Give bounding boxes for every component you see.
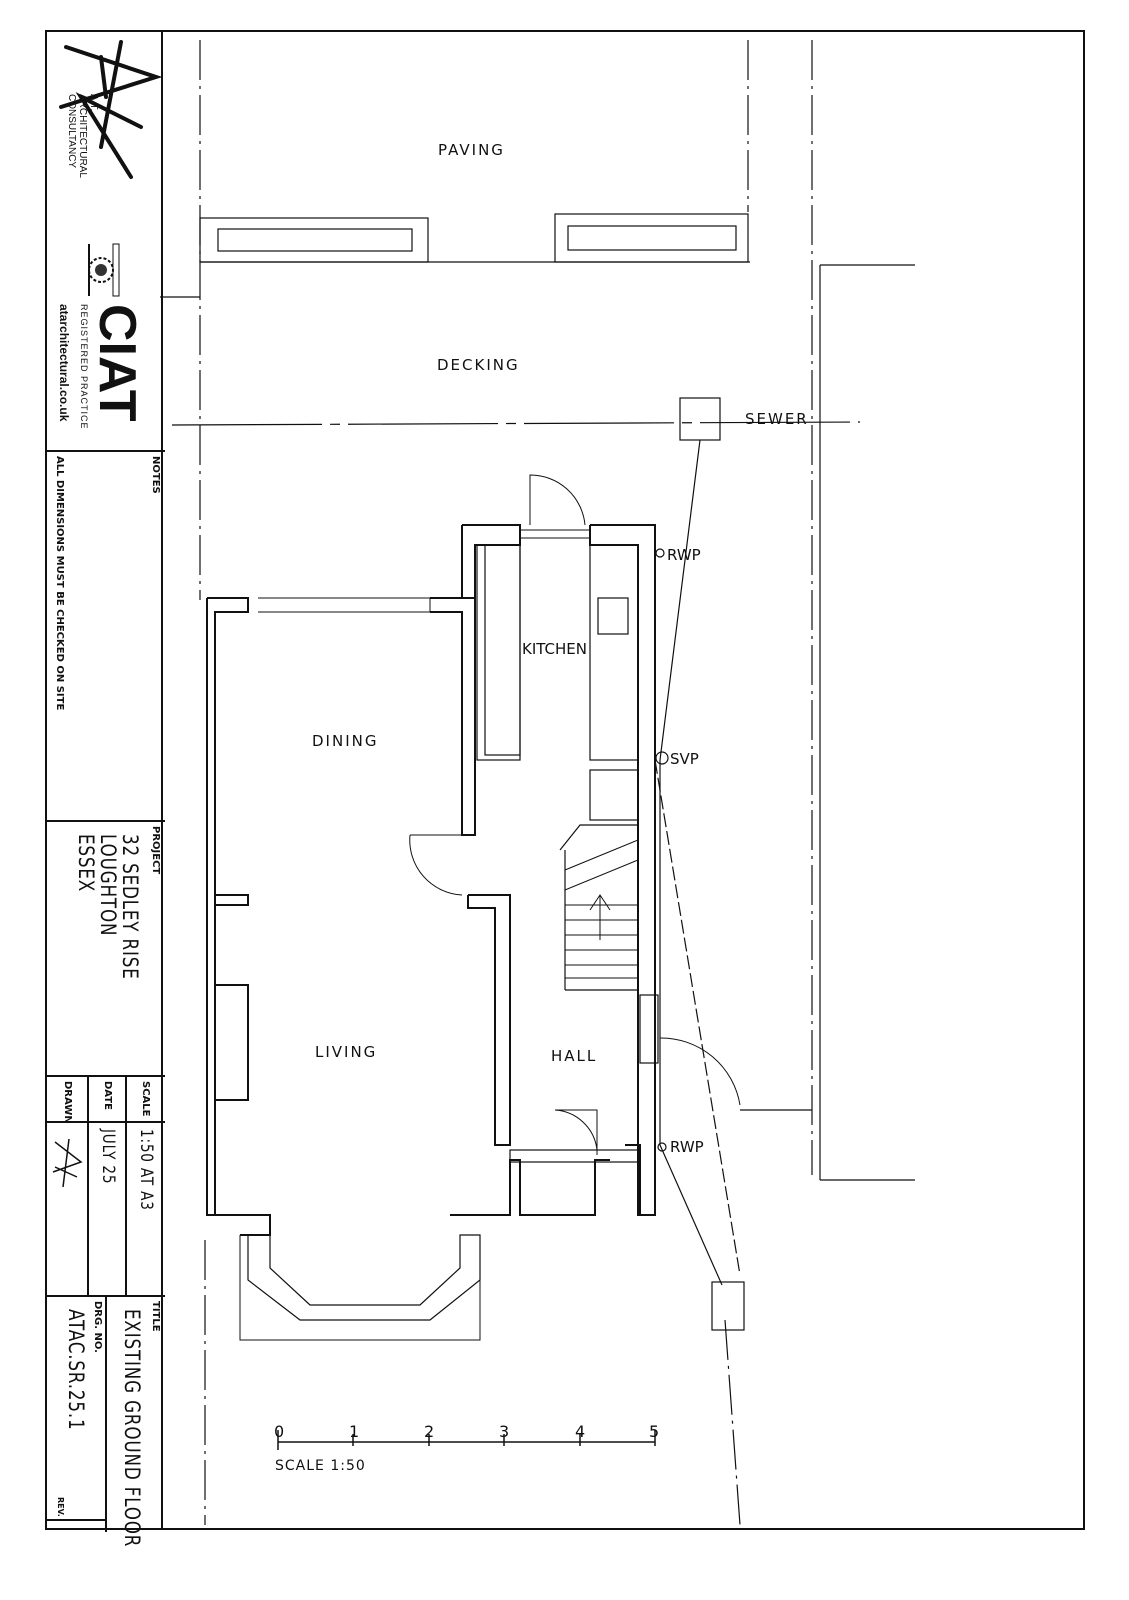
planter bbox=[554, 213, 749, 263]
manhole bbox=[711, 1281, 745, 1331]
scale-tick: 0 bbox=[274, 1422, 284, 1441]
ciat-seal-icon bbox=[88, 243, 120, 297]
scale-bar bbox=[277, 1430, 656, 1450]
scale-tick: 4 bbox=[575, 1422, 585, 1441]
manhole bbox=[679, 397, 721, 441]
label-decking: DECKING bbox=[437, 356, 520, 374]
scale-tick: 3 bbox=[499, 1422, 509, 1441]
scale-tick: 1 bbox=[349, 1422, 359, 1441]
drawn-signature bbox=[52, 1138, 83, 1188]
title-block: A.T. ARCHITECTURAL CONSULTANCY CIAT REGI… bbox=[45, 30, 165, 1547]
scale-date-section: SCALE 1:50 AT A3 DATE JULY 25 DRAWN bbox=[47, 1077, 165, 1297]
scale-caption: SCALE 1:50 bbox=[275, 1458, 366, 1474]
bay-window bbox=[247, 1234, 481, 1321]
drawing-frame bbox=[163, 30, 1085, 1530]
scale-tick: 5 bbox=[649, 1422, 659, 1441]
label-rwp-top: RWP bbox=[667, 546, 701, 564]
label-sewer: SEWER bbox=[745, 410, 809, 428]
label-living: LIVING bbox=[315, 1043, 377, 1061]
planter bbox=[199, 217, 429, 263]
logo-section: A.T. ARCHITECTURAL CONSULTANCY CIAT REGI… bbox=[47, 32, 165, 452]
scale-tick: 2 bbox=[424, 1422, 434, 1441]
label-kitchen: KITCHEN bbox=[522, 640, 587, 658]
signature-logo bbox=[59, 40, 161, 179]
label-rwp-bottom: RWP bbox=[670, 1138, 704, 1156]
boundary-lines bbox=[199, 40, 813, 1526]
label-dining: DINING bbox=[312, 732, 378, 750]
label-paving: PAVING bbox=[438, 141, 505, 159]
label-hall: HALL bbox=[551, 1047, 597, 1065]
label-svp: SVP bbox=[670, 750, 699, 768]
